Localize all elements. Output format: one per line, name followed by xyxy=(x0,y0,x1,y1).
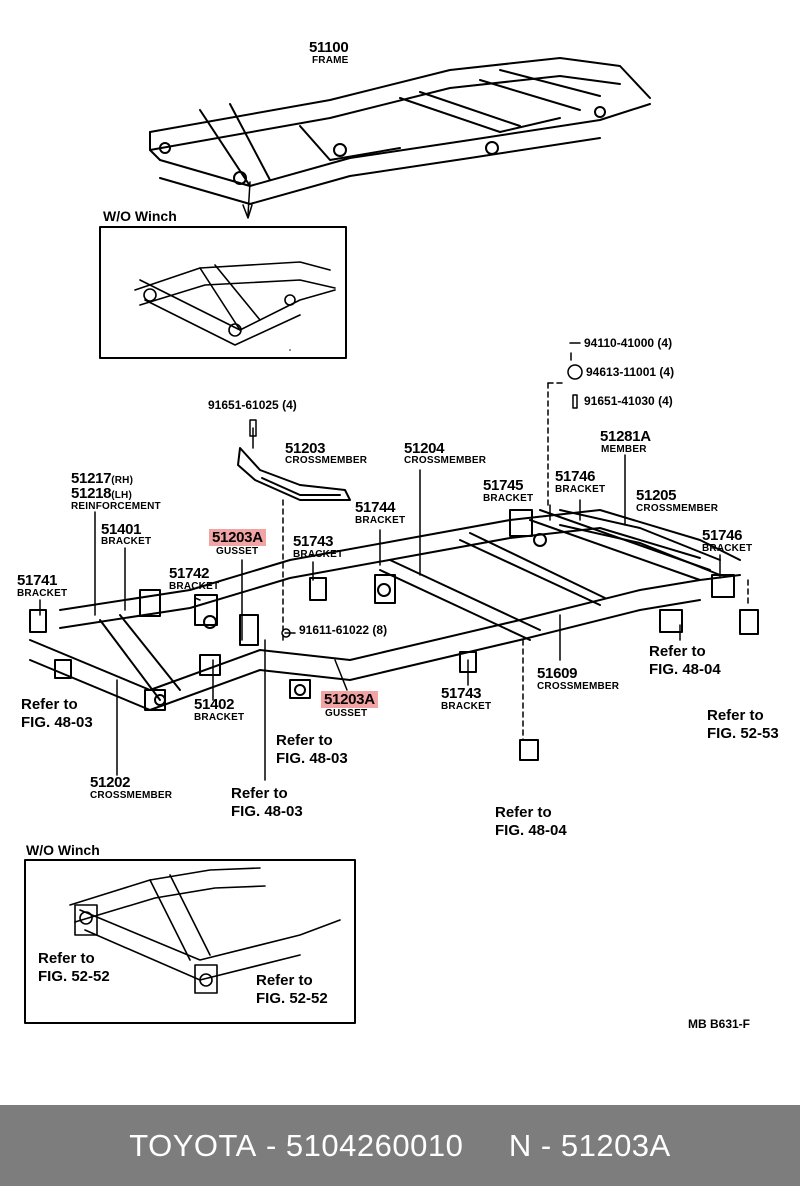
refer-to-line2: FIG. 52-52 xyxy=(256,990,328,1007)
refer-to-fig-52-53[interactable]: Refer to FIG. 52-53 xyxy=(707,707,779,743)
footer-separator: - xyxy=(256,1127,286,1163)
inset-top-drawing xyxy=(134,261,336,346)
part-name-gusset-1: GUSSET xyxy=(216,546,259,557)
part-number-51203a-highlight-2[interactable]: 51203A xyxy=(321,691,378,708)
part-number-51744: 51744 xyxy=(355,499,396,516)
part-number-51609: 51609 xyxy=(537,665,578,682)
refer-to-line2: FIG. 48-04 xyxy=(495,822,567,839)
part-name-bracket-51401: BRACKET xyxy=(101,536,152,547)
frame-main-drawing xyxy=(29,447,759,761)
part-number-51742: 51742 xyxy=(169,565,210,582)
refer-to-fig-48-03-left[interactable]: Refer to FIG. 48-03 xyxy=(21,696,93,732)
refer-to-fig-48-03-middle[interactable]: Refer to FIG. 48-03 xyxy=(276,732,348,768)
part-name-bracket-51402: BRACKET xyxy=(194,712,245,723)
part-number-51218: 51218(LH) xyxy=(71,486,132,502)
inset-bottom-drawing xyxy=(69,867,341,994)
part-name-bracket-51742: BRACKET xyxy=(169,581,220,592)
refer-to-line1: Refer to xyxy=(38,950,95,967)
refer-to-line1: Refer to xyxy=(495,804,552,821)
refer-to-fig-48-04-right[interactable]: Refer to FIG. 48-04 xyxy=(649,643,721,679)
refer-to-fig-52-52-left[interactable]: Refer to FIG. 52-52 xyxy=(38,950,110,986)
refer-to-line2: FIG. 52-53 xyxy=(707,725,779,742)
part-number-51746-upper: 51746 xyxy=(555,468,596,485)
part-name-bracket-51746-upper: BRACKET xyxy=(555,484,606,495)
part-number-51743-upper: 51743 xyxy=(293,533,334,550)
part-number-51204: 51204 xyxy=(404,440,445,457)
part-number-51743-lower: 51743 xyxy=(441,685,482,702)
fastener-91611-61022: 91611-61022 (8) xyxy=(299,623,388,637)
part-name-bracket-51743-upper: BRACKET xyxy=(293,549,344,560)
part-number-51100: 51100 xyxy=(309,39,349,56)
refer-to-line1: Refer to xyxy=(276,732,333,749)
part-name-frame: FRAME xyxy=(312,55,349,66)
fastener-94110-41000: 94110-41000 (4) xyxy=(584,336,673,350)
part-number-51741: 51741 xyxy=(17,572,58,589)
part-number-51218-value: 51218 xyxy=(71,485,112,502)
inset-box-bottom xyxy=(24,859,356,1024)
part-name-gusset-2: GUSSET xyxy=(325,708,368,719)
inset-title-bottom: W/O Winch xyxy=(26,842,100,858)
part-number-51205: 51205 xyxy=(636,487,677,504)
part-name-crossmember-51205: CROSSMEMBER xyxy=(636,503,719,514)
refer-to-line1: Refer to xyxy=(256,972,313,989)
part-number-51202: 51202 xyxy=(90,774,131,791)
figure-code: MB B631-F xyxy=(688,1017,751,1031)
refer-to-fig-48-03-lower[interactable]: Refer to FIG. 48-03 xyxy=(231,785,303,821)
part-name-crossmember-51609: CROSSMEMBER xyxy=(537,681,620,692)
part-name-bracket-51746-right: BRACKET xyxy=(702,543,753,554)
part-number-51401: 51401 xyxy=(101,521,142,538)
fastener-91651-41030: 91651-41030 (4) xyxy=(584,394,673,408)
part-name-crossmember-51202: CROSSMEMBER xyxy=(90,790,173,801)
part-suffix-lh: (LH) xyxy=(111,490,133,501)
refer-to-line1: Refer to xyxy=(649,643,706,660)
inset-box-top xyxy=(99,226,347,359)
refer-to-line1: Refer to xyxy=(21,696,78,713)
frame-diagram xyxy=(24,57,759,1024)
refer-to-line2: FIG. 48-03 xyxy=(231,803,303,820)
part-number-51217-value: 51217 xyxy=(71,470,112,487)
part-suffix-rh: (RH) xyxy=(111,475,134,486)
refer-to-fig-52-52-right[interactable]: Refer to FIG. 52-52 xyxy=(256,972,328,1008)
part-name-crossmember-51203: CROSSMEMBER xyxy=(285,455,368,466)
refer-to-line2: FIG. 48-03 xyxy=(276,750,348,767)
part-number-51217: 51217(RH) xyxy=(71,471,133,487)
fastener-glyphs xyxy=(249,342,583,638)
part-name-reinforcement: REINFORCEMENT xyxy=(71,501,161,512)
footer-spacer xyxy=(463,1128,509,1164)
part-number-51281a: 51281A xyxy=(600,428,651,445)
part-number-51203: 51203 xyxy=(285,440,326,457)
footer-brand: TOYOTA xyxy=(129,1127,257,1163)
refer-to-line1: Refer to xyxy=(707,707,764,724)
part-number-51746-right: 51746 xyxy=(702,527,743,544)
part-number-51203a-highlight-1[interactable]: 51203A xyxy=(209,529,266,546)
part-name-member: MEMBER xyxy=(601,444,647,455)
refer-to-line2: FIG. 48-04 xyxy=(649,661,721,678)
refer-to-line1: Refer to xyxy=(231,785,288,802)
part-name-bracket-51745: BRACKET xyxy=(483,493,534,504)
dashed-leaders xyxy=(282,382,749,741)
part-name-bracket-51741: BRACKET xyxy=(17,588,68,599)
footer-banner: TOYOTA - 5104260010 N - 51203A xyxy=(0,1105,800,1186)
part-name-crossmember-51204: CROSSMEMBER xyxy=(404,455,487,466)
fastener-91651-61025: 91651-61025 (4) xyxy=(208,398,297,412)
refer-to-line2: FIG. 48-03 xyxy=(21,714,93,731)
refer-to-line2: FIG. 52-52 xyxy=(38,968,110,985)
fastener-94613-11001: 94613-11001 (4) xyxy=(586,365,675,379)
inset-title-top: W/O Winch xyxy=(103,208,177,224)
frame-top-drawing xyxy=(149,57,651,219)
footer-part-number: 5104260010 xyxy=(285,1127,464,1163)
part-name-bracket-51744: BRACKET xyxy=(355,515,406,526)
part-name-bracket-51743-lower: BRACKET xyxy=(441,701,492,712)
part-number-51402: 51402 xyxy=(194,696,235,713)
part-number-51745: 51745 xyxy=(483,477,524,494)
leader-lines xyxy=(39,349,721,781)
refer-to-fig-48-04-bottom[interactable]: Refer to FIG. 48-04 xyxy=(495,804,567,840)
footer-callout: N - 51203A xyxy=(508,1127,671,1163)
